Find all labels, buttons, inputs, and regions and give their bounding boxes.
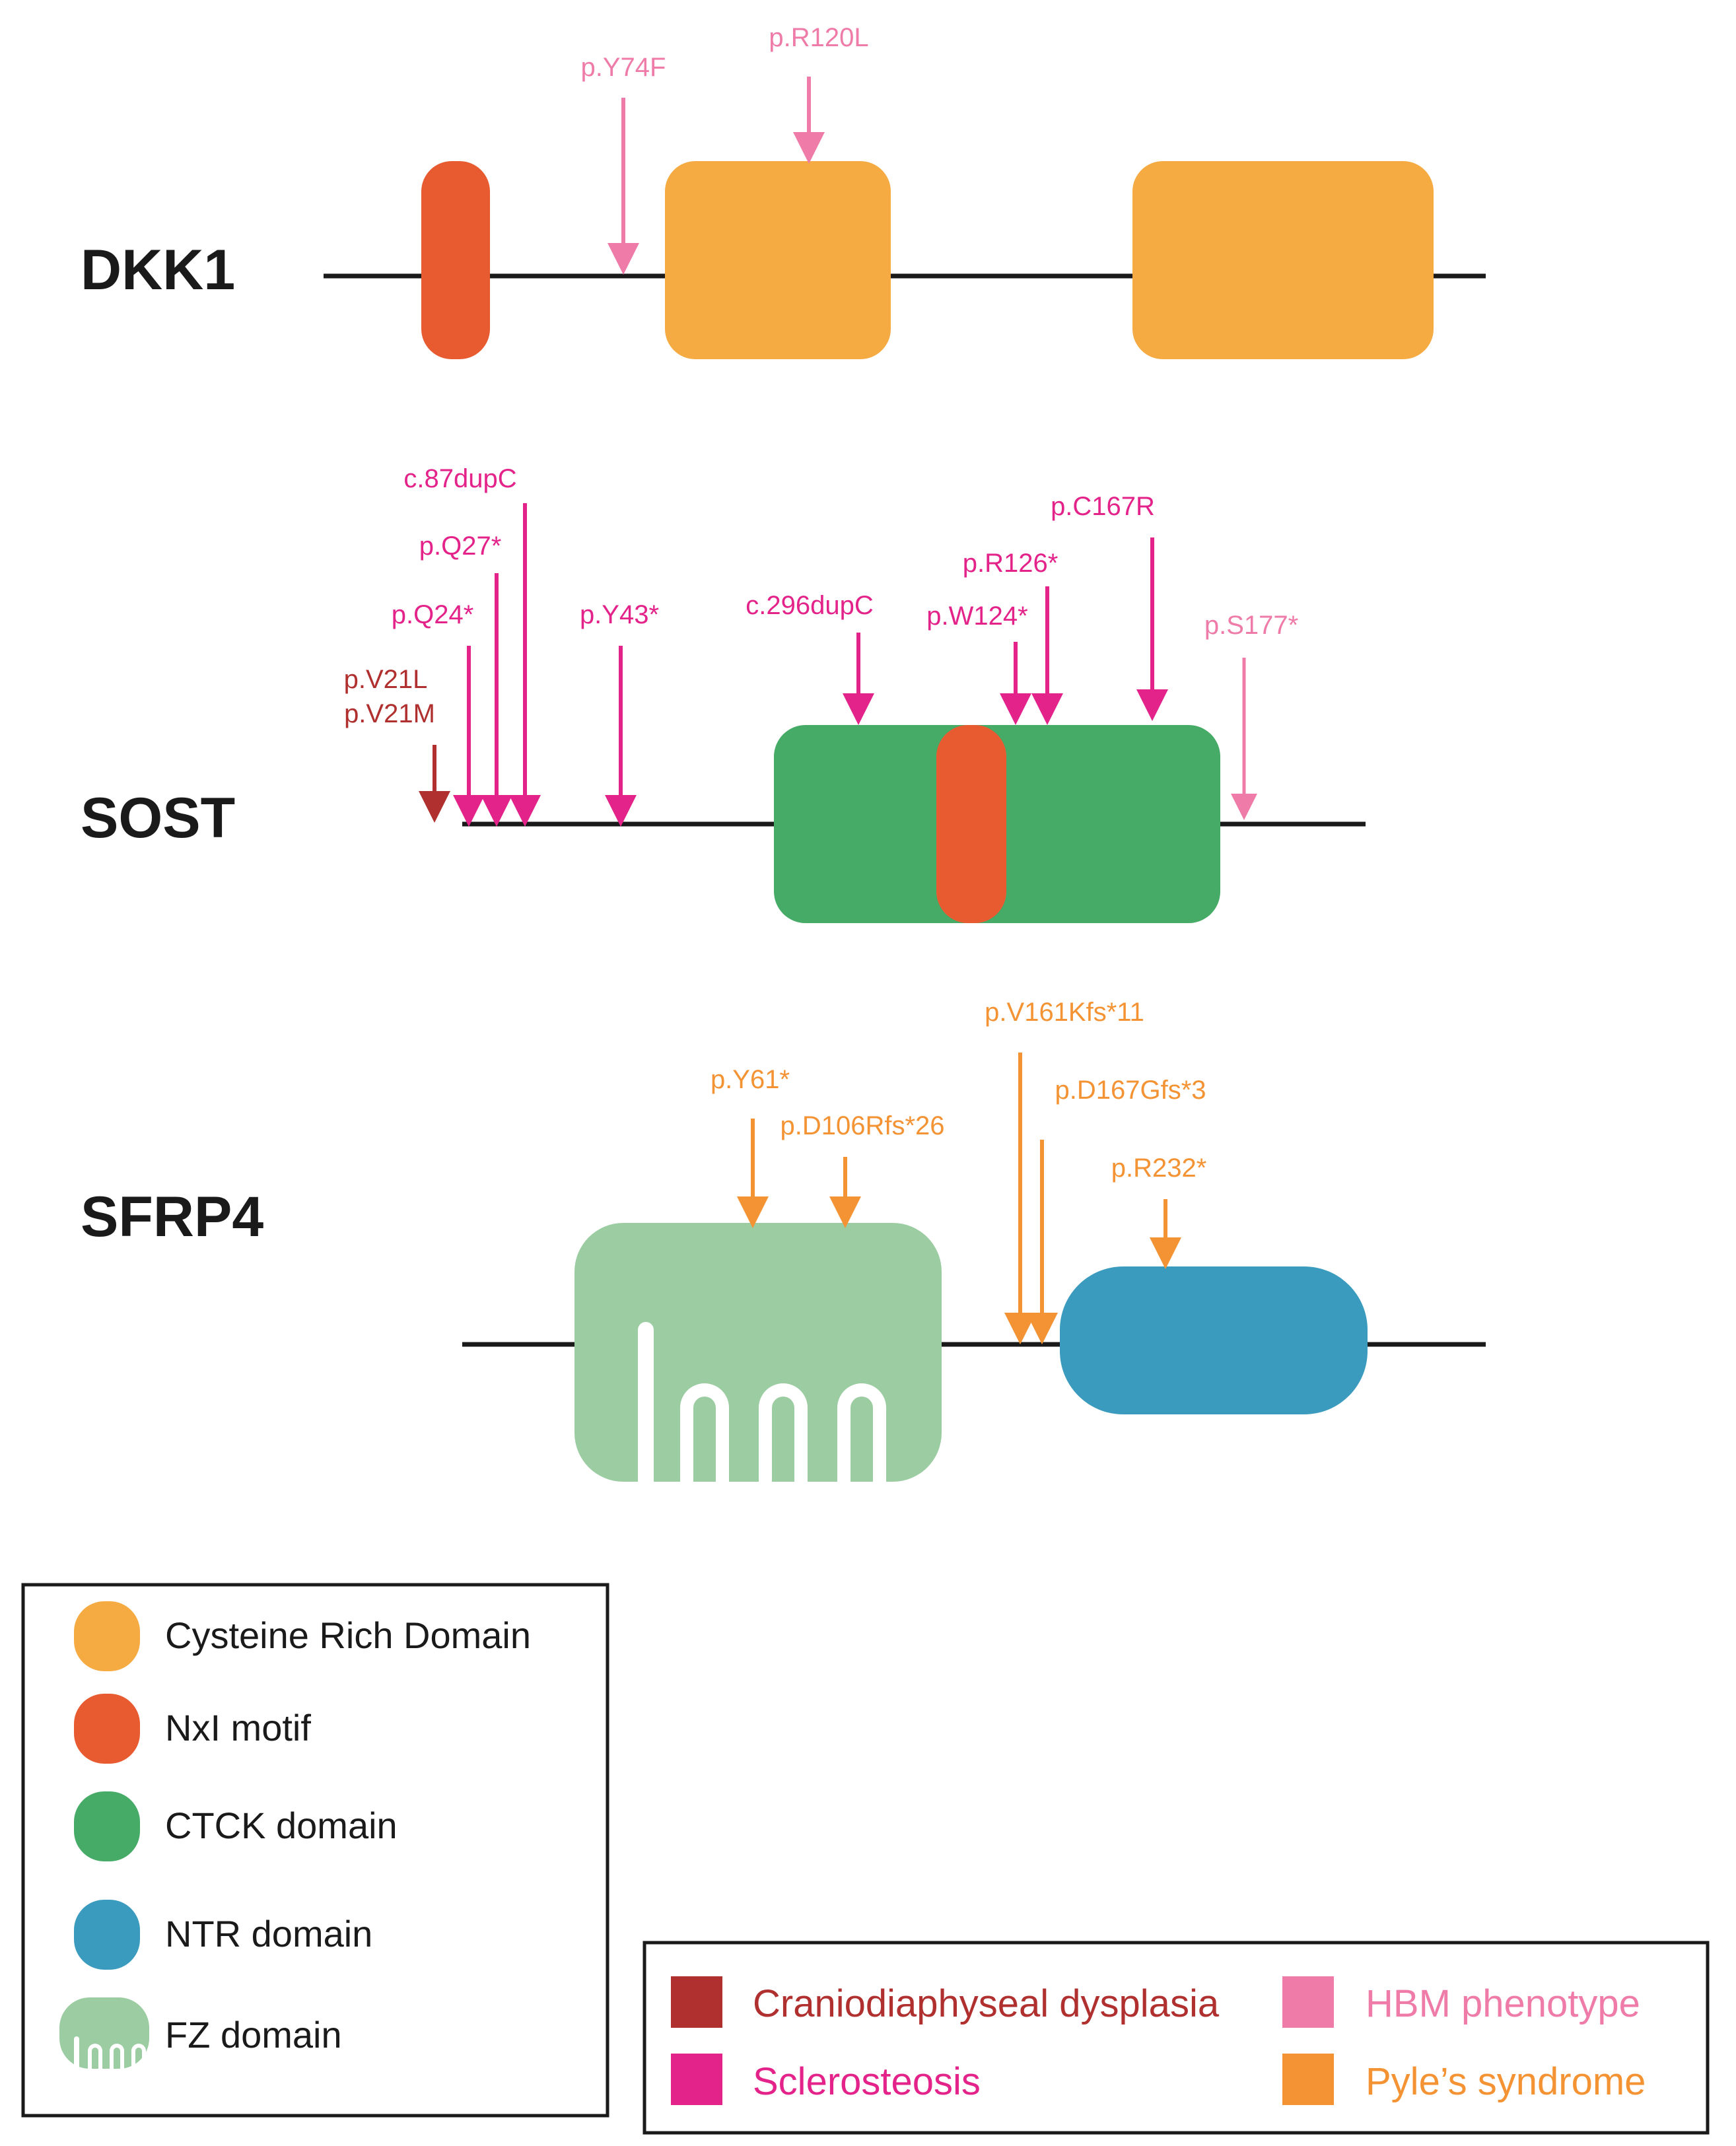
sost-mutation-label: c.296dupC [746, 591, 873, 620]
sfrp4-fz-domain [574, 1223, 942, 1482]
sfrp4-mutation-label: p.V161Kfs*11 [985, 998, 1144, 1027]
legend-swatch-hbm [1282, 1976, 1334, 2028]
sost-mutation-label: p.Q27* [419, 532, 502, 561]
sost-mutation-label: p.Q24* [392, 600, 474, 629]
phenotype-label: Pyle’s syndrome [1366, 2060, 1646, 2103]
gene-name-dkk1: DKK1 [81, 238, 235, 302]
phenotype-label: Sclerosteosis [753, 2060, 981, 2103]
dkk1-cysteine-rich-domain-1 [665, 161, 891, 359]
legend-swatch-cysteine-rich [74, 1601, 140, 1671]
sfrp4-ntr-domain [1060, 1266, 1368, 1414]
legend-fz-icon [59, 1997, 149, 2069]
dkk1-nxi-motif [421, 161, 490, 359]
sost-mutation-label: p.W124* [926, 602, 1027, 631]
dkk1-mutation-label: p.R120L [769, 23, 868, 52]
legend-swatch-ntr [74, 1900, 140, 1970]
sost-mutation-label: p.S177* [1204, 611, 1298, 640]
sost-mutation-label: p.R126* [963, 549, 1059, 578]
sost-mutation-label: c.87dupC [403, 464, 516, 493]
legend-label: Cysteine Rich Domain [165, 1614, 531, 1656]
sost-mutation-label: p.C167R [1051, 492, 1155, 521]
phenotype-legend-box [642, 1941, 1710, 2135]
legend-swatch-sclerosteosis [671, 2054, 722, 2105]
gene-dkk1: DKK1 p.Y74F p.R120L [81, 23, 1486, 359]
sost-mutation-label: p.V21M [344, 699, 435, 728]
gene-sfrp4: SFRP4 p.Y61* p.D106Rfs*26 p.V161Kfs*11 p… [81, 998, 1486, 1482]
sfrp4-mutation-label: p.D167Gfs*3 [1055, 1076, 1206, 1105]
phenotype-label: Craniodiaphyseal dysplasia [753, 1982, 1220, 2025]
sfrp4-mutation-label: p.D106Rfs*26 [780, 1111, 944, 1140]
sfrp4-mutation-label: p.Y61* [711, 1065, 790, 1094]
legend-label: CTCK domain [165, 1805, 398, 1846]
legend-swatch-nxi-motif [74, 1694, 140, 1764]
sost-mutation-label: p.V21L [344, 665, 428, 694]
domain-legend: Cysteine Rich Domain NxI motif CTCK doma… [21, 1583, 609, 2118]
phenotype-label: HBM phenotype [1366, 1982, 1640, 2025]
legend-label: NxI motif [165, 1707, 311, 1748]
legend-swatch-pyle [1282, 2054, 1334, 2105]
gene-name-sfrp4: SFRP4 [81, 1185, 263, 1249]
gene-name-sost: SOST [81, 786, 235, 850]
dkk1-mutation-label: p.Y74F [581, 53, 666, 82]
sost-nxi-motif [936, 725, 1006, 923]
legend-label: NTR domain [165, 1913, 372, 1955]
legend-swatch-ctck [74, 1791, 140, 1861]
legend-label: FZ domain [165, 2014, 342, 2056]
sost-mutation-label: p.Y43* [580, 600, 659, 629]
gene-sost: SOST p.V21L p.V21M p.Q24* p.Q27* c.87dup… [81, 464, 1366, 923]
sfrp4-mutation-label: p.R232* [1111, 1154, 1207, 1183]
dkk1-cysteine-rich-domain-2 [1132, 161, 1434, 359]
phenotype-legend: Craniodiaphyseal dysplasia HBM phenotype… [642, 1941, 1710, 2135]
legend-swatch-craniodiaphyseal [671, 1976, 722, 2028]
